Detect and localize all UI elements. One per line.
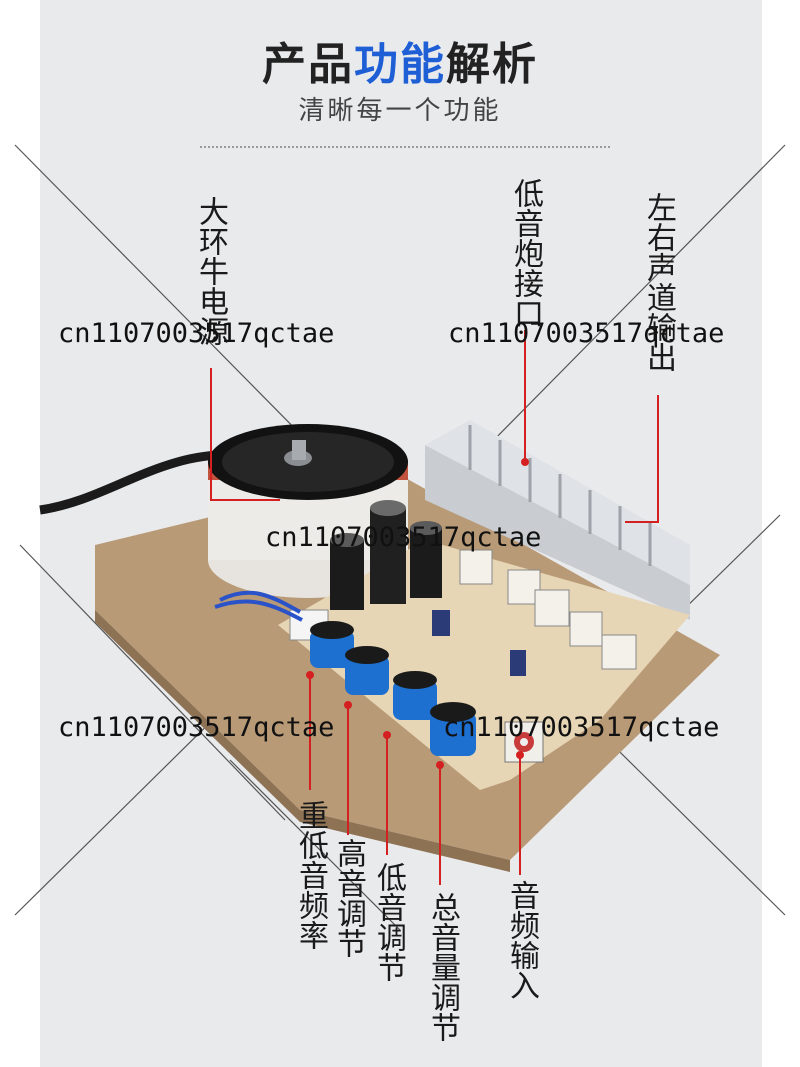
label-bass-adjust: 低音调节 bbox=[371, 862, 406, 982]
rca-input-jack bbox=[504, 721, 544, 763]
input-connector bbox=[214, 590, 329, 641]
page-subtitle: 清晰每一个功能 bbox=[298, 96, 502, 126]
label-subwoofer-frequency: 重低音频率 bbox=[293, 800, 328, 950]
watermark-text: cn1107003517qctae bbox=[265, 522, 542, 553]
label-treble-adjust: 高音调节 bbox=[331, 838, 366, 958]
leader-dots bbox=[306, 458, 529, 769]
dotted-divider bbox=[200, 146, 610, 148]
watermark-text: cn1107003517qctae bbox=[58, 318, 335, 349]
leader-lines bbox=[210, 330, 659, 885]
watermark-text: cn1107003517qctae bbox=[58, 712, 335, 743]
wood-base-edge bbox=[95, 610, 510, 872]
power-transistors bbox=[459, 549, 637, 670]
control-knobs bbox=[310, 621, 476, 756]
label-lr-output: 左右声道输出 bbox=[641, 192, 676, 372]
capacitors bbox=[330, 500, 526, 676]
label-audio-input: 音频输入 bbox=[504, 880, 539, 1000]
title-accent: 功能 bbox=[354, 39, 446, 90]
title-prefix: 产品 bbox=[262, 39, 354, 90]
label-subwoofer-output: 低音炮接口 bbox=[508, 178, 543, 328]
title-suffix: 解析 bbox=[446, 39, 538, 90]
label-power-supply: 大环牛电源 bbox=[193, 196, 228, 346]
heatsink bbox=[425, 420, 690, 620]
watermark-text: cn1107003517qctae bbox=[443, 712, 720, 743]
watermark-text: cn1107003517qctae bbox=[448, 318, 725, 349]
page-title: 产品功能解析 bbox=[0, 28, 800, 92]
label-volume-adjust: 总音量调节 bbox=[425, 892, 460, 1042]
